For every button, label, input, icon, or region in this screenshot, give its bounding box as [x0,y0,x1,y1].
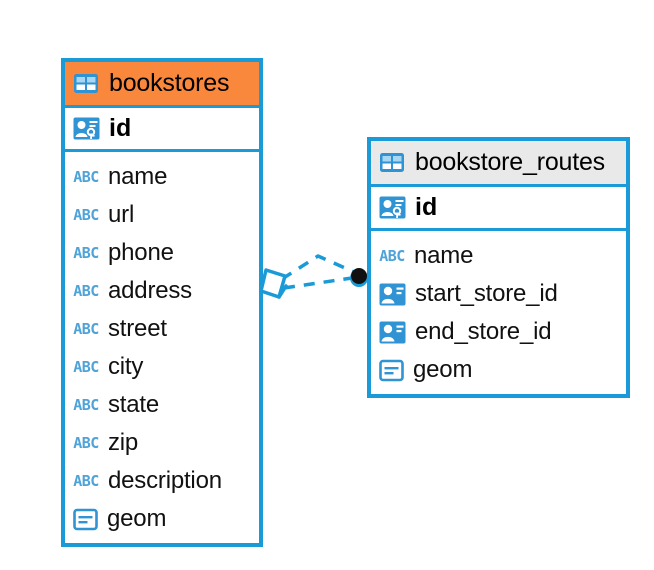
text-abc-icon: ABC [73,205,99,224]
filled-circle-marker [350,268,368,287]
entity-table-bookstore-routes[interactable]: bookstore_routes id ABC name [367,137,630,398]
relationship-line-straight [283,276,353,290]
entity-header-bookstore-routes[interactable]: bookstore_routes [371,141,626,187]
field-label-geom: geom [107,505,167,532]
entity-table-bookstores[interactable]: bookstores id ABC name [61,58,263,547]
field-row-phone[interactable]: ABC phone [65,234,259,272]
text-abc-icon: ABC [73,395,99,414]
primary-key-icon [379,196,406,219]
field-label-end-store-id: end_store_id [415,318,552,345]
entity-title-bookstores: bookstores [109,69,230,97]
geometry-icon [73,508,98,531]
primary-key-row-bookstores[interactable]: id [65,108,259,152]
field-row-zip[interactable]: ABC zip [65,424,259,462]
field-label-zip: zip [108,429,139,456]
primary-key-icon [73,117,100,140]
text-abc-icon: ABC [379,246,405,265]
entity-header-bookstores[interactable]: bookstores [65,62,259,108]
field-row-description[interactable]: ABC description [65,462,259,500]
field-label-phone: phone [108,239,174,266]
field-label-city: city [108,353,144,380]
field-list-bookstore-routes: ABC name start_store_id [371,231,626,397]
primary-key-label-bookstores: id [109,114,132,142]
field-label-start-store-id: start_store_id [415,280,558,307]
text-abc-icon: ABC [73,471,99,490]
foreign-key-icon [379,321,406,344]
field-row-name[interactable]: ABC name [371,237,626,275]
table-icon [379,152,405,173]
field-label-state: state [108,391,160,418]
text-abc-icon: ABC [73,281,99,300]
primary-key-label-bookstore-routes: id [415,193,438,221]
field-label-name: name [108,163,168,190]
field-label-geom: geom [413,356,473,383]
field-row-url[interactable]: ABC url [65,196,259,234]
field-row-geom[interactable]: geom [371,351,626,389]
field-row-end-store-id[interactable]: end_store_id [371,313,626,351]
field-row-name[interactable]: ABC name [65,158,259,196]
text-abc-icon: ABC [73,319,99,338]
foreign-key-icon [379,283,406,306]
text-abc-icon: ABC [73,167,99,186]
field-label-name: name [414,242,474,269]
text-abc-icon: ABC [73,357,99,376]
field-label-url: url [108,201,135,228]
primary-key-row-bookstore-routes[interactable]: id [371,187,626,231]
field-row-geom[interactable]: geom [65,500,259,538]
field-row-start-store-id[interactable]: start_store_id [371,275,626,313]
text-abc-icon: ABC [73,243,99,262]
table-icon [73,73,99,94]
field-row-street[interactable]: ABC street [65,310,259,348]
field-label-description: description [108,467,222,494]
field-row-city[interactable]: ABC city [65,348,259,386]
diamond-marker [259,268,288,299]
field-row-address[interactable]: ABC address [65,272,259,310]
text-abc-icon: ABC [73,433,99,452]
field-label-street: street [108,315,167,342]
field-label-address: address [108,277,192,304]
relationship-line-arc [281,254,355,281]
geometry-icon [379,359,404,382]
entity-title-bookstore-routes: bookstore_routes [415,148,605,176]
field-row-state[interactable]: ABC state [65,386,259,424]
field-list-bookstores: ABC name ABC url ABC phone ABC address A… [65,152,259,546]
